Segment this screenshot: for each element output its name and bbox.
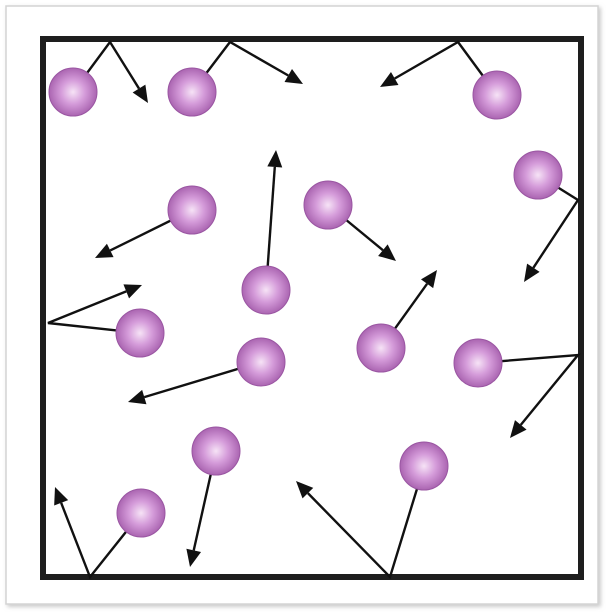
velocity-arrow — [60, 502, 142, 580]
arrowhead — [380, 72, 399, 87]
gas-particle — [167, 185, 217, 235]
gas-particle — [48, 67, 98, 117]
particle-sphere — [241, 265, 291, 315]
arrowhead — [128, 389, 147, 405]
particle-sphere — [191, 426, 241, 476]
gas-particle — [191, 426, 241, 476]
particle-sphere — [167, 185, 217, 235]
arrowhead — [510, 420, 527, 438]
velocity-arrows-layer — [47, 39, 581, 580]
gas-particle — [356, 323, 406, 373]
velocity-arrow — [47, 290, 141, 335]
particle-sphere — [513, 150, 563, 200]
particle-sphere — [236, 337, 286, 387]
arrowhead — [132, 84, 148, 103]
particle-sphere — [399, 441, 449, 491]
arrowhead — [267, 150, 283, 168]
arrowhead — [284, 69, 303, 84]
gas-particle — [115, 308, 165, 358]
particle-sphere — [48, 67, 98, 117]
arrowhead — [296, 481, 314, 499]
gas-particle — [236, 337, 286, 387]
arrowhead — [186, 548, 202, 567]
particles-layer — [48, 67, 563, 538]
arrowhead — [54, 487, 69, 506]
arrowhead — [420, 270, 437, 289]
gas-particle — [241, 265, 291, 315]
gas-particle — [116, 488, 166, 538]
particle-sphere — [116, 488, 166, 538]
gas-particle — [472, 70, 522, 120]
gas-particle — [453, 338, 503, 388]
gas-particle — [167, 67, 217, 117]
particle-sphere — [356, 323, 406, 373]
gas-particle — [513, 150, 563, 200]
gas-container-box — [40, 36, 584, 580]
arrowhead — [123, 284, 142, 299]
particle-sphere — [453, 338, 503, 388]
particle-sphere — [472, 70, 522, 120]
particle-sphere — [167, 67, 217, 117]
velocity-arrow — [477, 353, 581, 426]
arrowhead — [95, 243, 114, 258]
particle-sphere — [115, 308, 165, 358]
gas-particle — [399, 441, 449, 491]
particle-sphere — [303, 180, 353, 230]
arrowhead — [524, 263, 540, 282]
gas-particle — [303, 180, 353, 230]
velocity-arrow — [307, 465, 426, 580]
arrowhead — [378, 244, 396, 261]
